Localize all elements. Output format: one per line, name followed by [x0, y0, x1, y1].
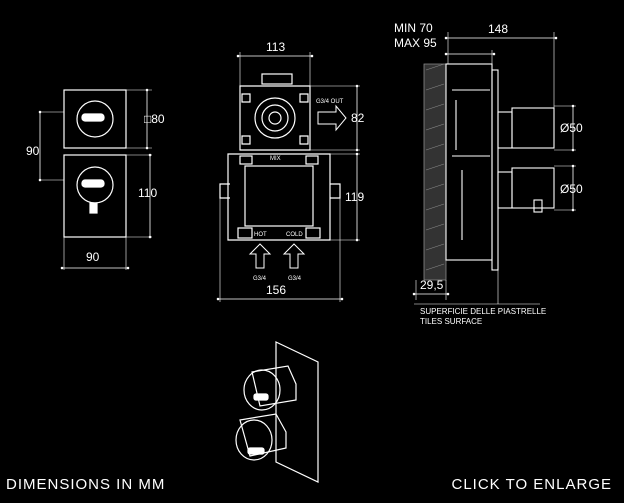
top-width-label: 113 [266, 40, 285, 54]
wall-section [423, 63, 447, 281]
cold-label: COLD [286, 232, 303, 238]
upper-height-label: 82 [351, 111, 365, 125]
cold-inlet-arrow [282, 243, 306, 269]
tiles-label-it: SUPERFICIE DELLE PIASTRELLE [420, 307, 546, 316]
side-view [412, 32, 576, 305]
hot-label: HOT [254, 232, 267, 238]
front-view [38, 88, 152, 270]
body-view [216, 52, 360, 302]
lower-height-label: 119 [345, 190, 364, 204]
mix-label: MIX [270, 156, 281, 162]
enlarge-link[interactable]: CLICK TO ENLARGE [451, 476, 612, 493]
square-size-label: □80 [144, 112, 165, 126]
outlet-label: G3/4 OUT [316, 99, 344, 105]
inlet-right-label: G3/4 [288, 276, 302, 282]
tiles-label-en: TILES SURFACE [420, 317, 482, 326]
total-depth-label: 148 [488, 22, 508, 36]
width-label: 90 [86, 250, 100, 264]
wall-offset-label: 29,5 [420, 278, 444, 292]
depth-min-label: MIN 70 [394, 21, 433, 35]
hot-inlet-arrow [248, 243, 272, 269]
height-label: 110 [138, 186, 157, 200]
bottom-width-label: 156 [266, 283, 286, 297]
upper-diameter-label: Ø50 [560, 121, 583, 135]
dimensions-caption: DIMENSIONS IN MM [6, 476, 166, 493]
perspective-view [235, 341, 319, 483]
depth-max-label: MAX 95 [394, 36, 437, 50]
outlet-arrow [317, 104, 347, 132]
gap-label: 90 [26, 144, 40, 158]
lower-diameter-label: Ø50 [560, 182, 583, 196]
upper-plate [63, 89, 127, 149]
lower-body [227, 153, 331, 241]
lower-plate [63, 154, 127, 238]
inlet-left-label: G3/4 [253, 276, 267, 282]
wall-plate [275, 341, 319, 483]
